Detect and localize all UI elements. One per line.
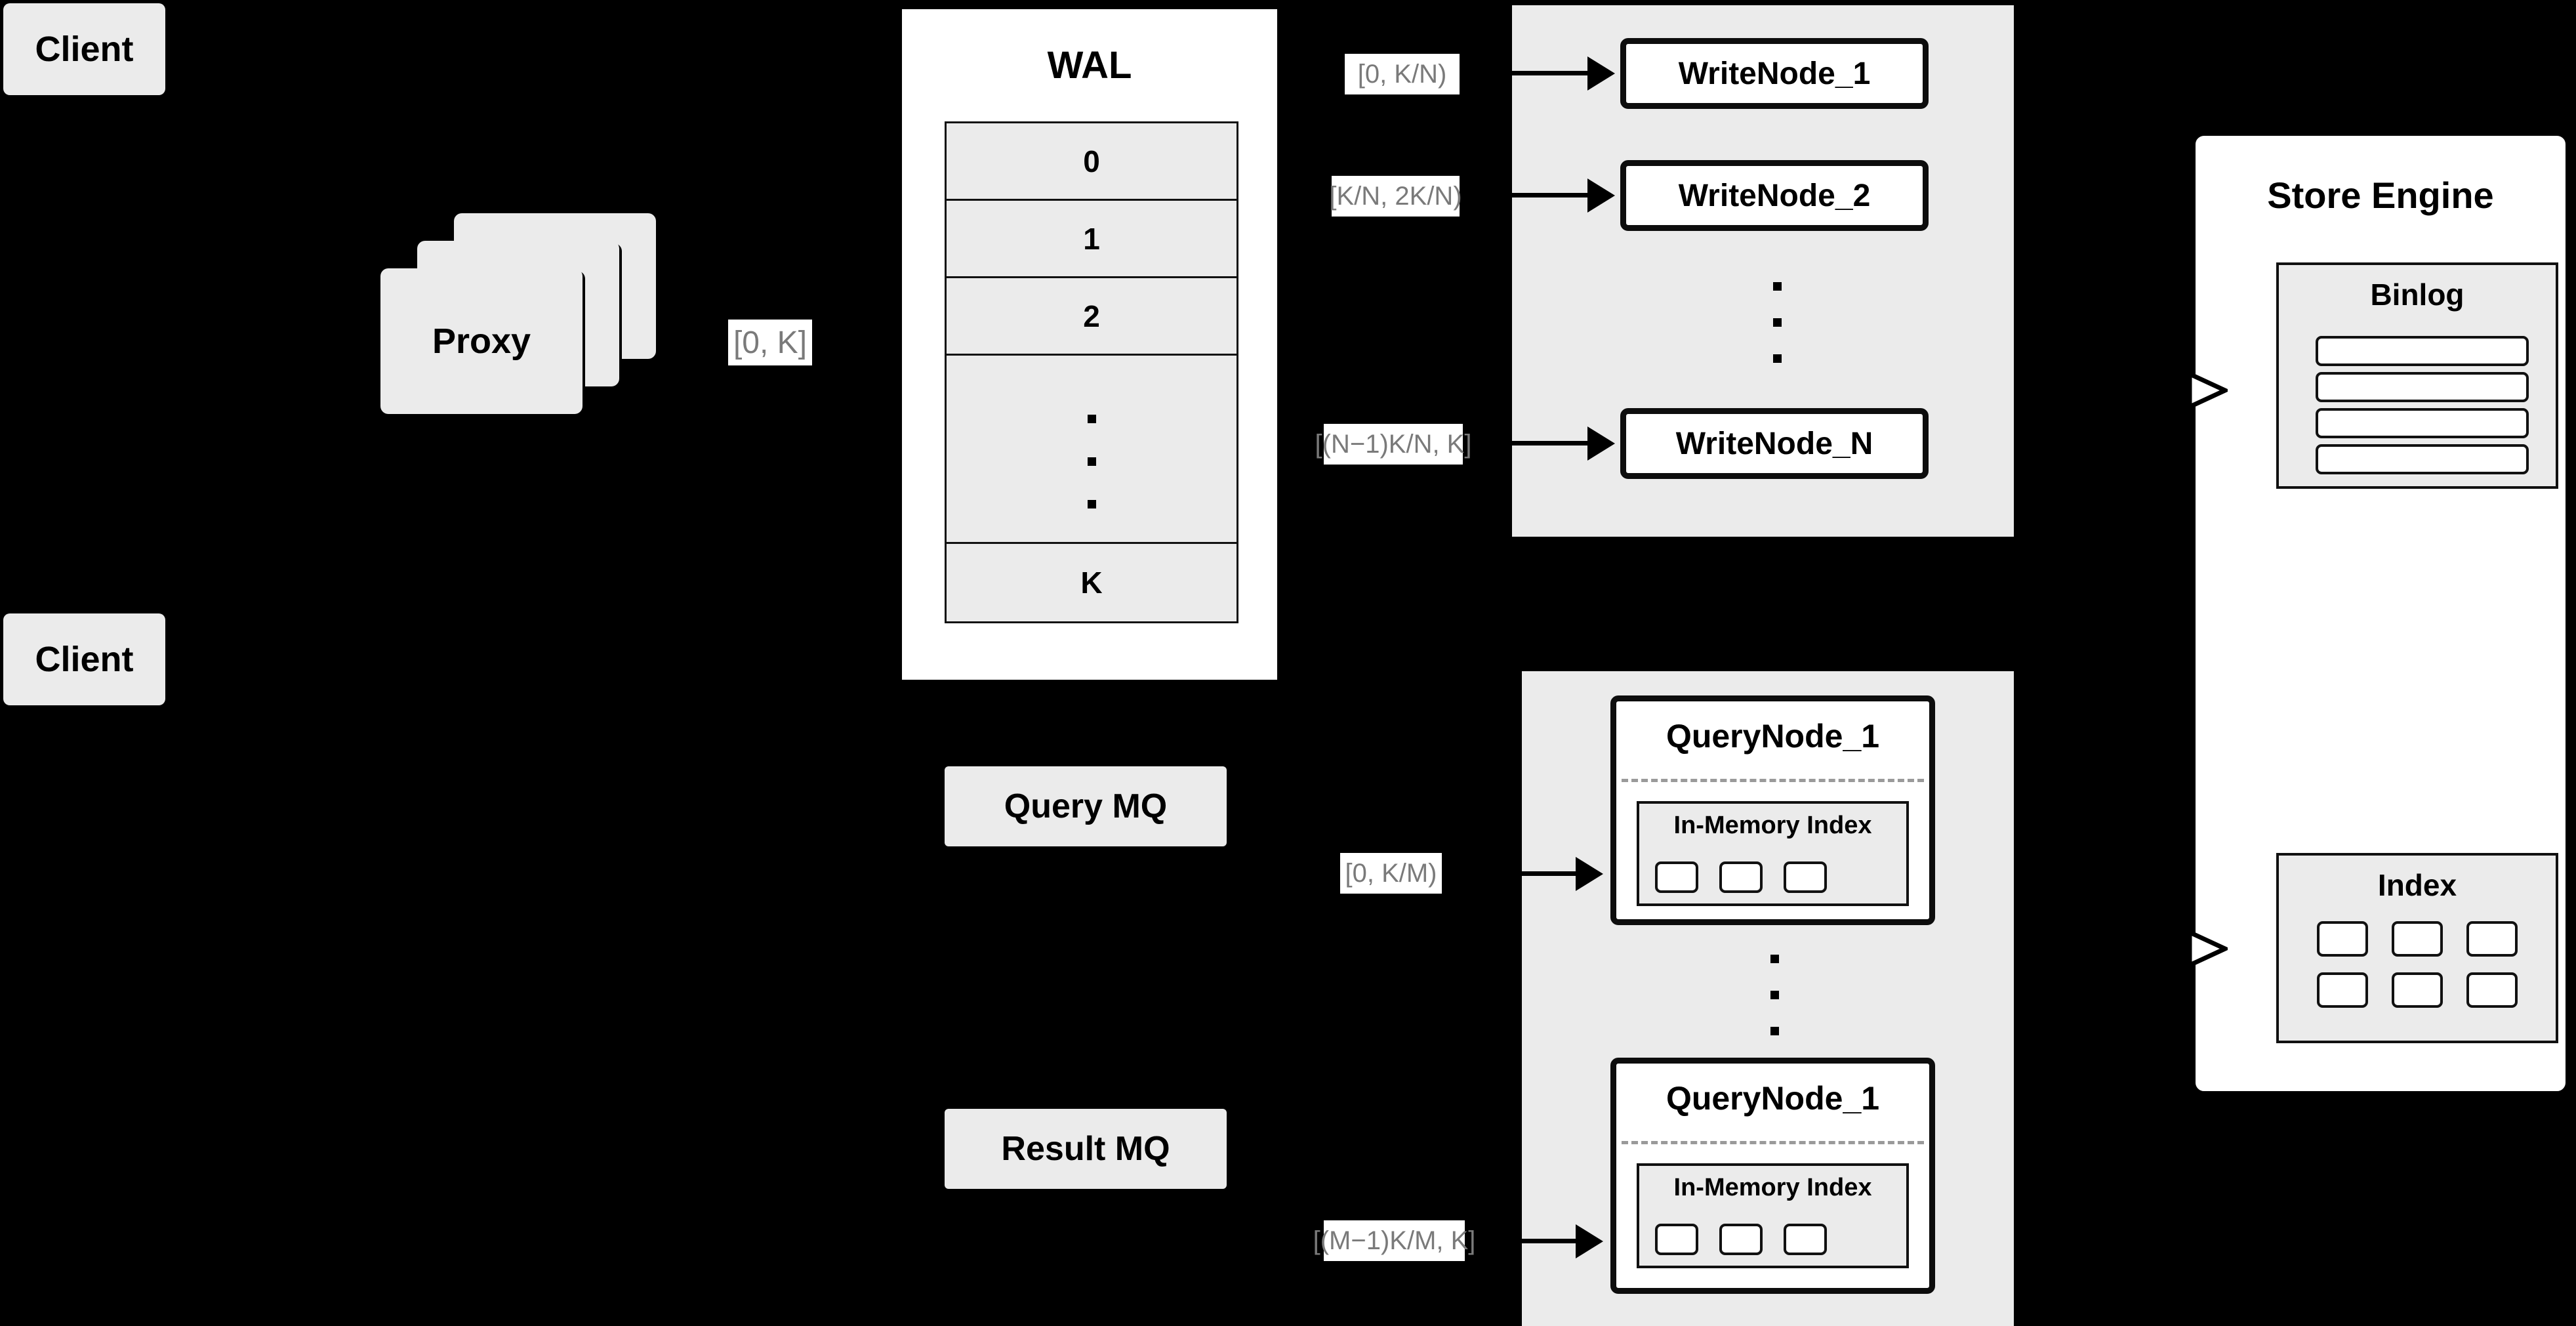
client-label-2: Client [35, 640, 134, 679]
proxy-stack[interactable]: Proxy [380, 213, 656, 430]
arrow-line-to-binlog [2158, 388, 2190, 392]
result-mq-label: Result MQ [1001, 1130, 1170, 1168]
store-index-panel: Index [2276, 853, 2558, 1043]
edge-label-query-node-1: [0, K/M) [1340, 853, 1442, 894]
index-cell[interactable] [1784, 861, 1827, 893]
write-node-2[interactable]: WriteNode_2 [1620, 160, 1929, 231]
query-node-2[interactable]: QueryNode_1 In-Memory Index [1610, 1058, 1935, 1294]
store-index-title: Index [2377, 868, 2457, 902]
store-index-cell[interactable] [2392, 972, 2443, 1008]
store-index-cell[interactable] [2466, 921, 2518, 957]
write-node-n-label: WriteNode_N [1675, 426, 1873, 461]
arrow-line-write-node-2 [1494, 193, 1593, 197]
arrow-head-query-node-1 [1576, 857, 1603, 891]
client-box-2[interactable]: Client [3, 613, 165, 705]
edge-label-write-node-2: [K/N, 2K/N) [1329, 176, 1462, 217]
wal-cell-2[interactable]: 2 [947, 278, 1237, 356]
write-node-n[interactable]: WriteNode_N [1620, 408, 1929, 479]
wal-cell-0[interactable]: 0 [947, 123, 1237, 201]
result-mq-box[interactable]: Result MQ [945, 1109, 1227, 1189]
index-cell[interactable] [1719, 861, 1763, 893]
query-node-1-inmemory-index: In-Memory Index [1637, 801, 1909, 906]
binlog-panel: Binlog [2276, 262, 2558, 489]
arrow-line-query-node-1 [1476, 871, 1581, 876]
query-mq-label: Query MQ [1004, 787, 1168, 825]
query-node-1-separator [1622, 779, 1924, 782]
client-label-1: Client [35, 30, 134, 69]
store-engine-title: Store Engine [2267, 175, 2494, 216]
client-box-1[interactable]: Client [3, 3, 165, 95]
binlog-row[interactable] [2316, 372, 2529, 402]
edge-label-proxy-to-wal: [0, K] [728, 320, 812, 365]
arrow-head-open-store-index [2188, 930, 2228, 968]
index-cell[interactable] [1719, 1224, 1763, 1255]
arrow-line-to-store-index [2158, 947, 2190, 951]
write-node-1[interactable]: WriteNode_1 [1620, 38, 1929, 109]
query-node-1-index-title: In-Memory Index [1673, 812, 1872, 839]
binlog-row[interactable] [2316, 408, 2529, 438]
edge-label-write-node-1: [0, K/N) [1345, 54, 1460, 94]
arrow-head-write-node-2 [1587, 178, 1615, 213]
proxy-card-front[interactable]: Proxy [380, 268, 583, 414]
index-cell[interactable] [1655, 861, 1698, 893]
wal-ellipsis-dots [947, 356, 1237, 542]
store-index-cell[interactable] [2392, 921, 2443, 957]
binlog-title: Binlog [2370, 278, 2464, 312]
index-cell[interactable] [1784, 1224, 1827, 1255]
arrow-line-write-node-n [1494, 441, 1593, 445]
arrow-line-write-node-1 [1494, 71, 1593, 75]
query-node-2-title: QueryNode_1 [1666, 1080, 1880, 1117]
store-index-cell[interactable] [2317, 921, 2368, 957]
arrow-head-open-binlog [2188, 371, 2228, 409]
query-node-2-index-title: In-Memory Index [1673, 1174, 1872, 1201]
arrow-head-write-node-1 [1587, 56, 1615, 91]
query-node-2-separator [1622, 1141, 1924, 1144]
write-node-2-label: WriteNode_2 [1678, 178, 1871, 213]
proxy-label: Proxy [432, 321, 531, 361]
wal-cell-ellipsis [947, 356, 1237, 544]
query-node-2-inmemory-index: In-Memory Index [1637, 1163, 1909, 1268]
write-node-1-label: WriteNode_1 [1678, 56, 1871, 91]
query-cluster-ellipsis [1768, 955, 1795, 1086]
wal-cell-1[interactable]: 1 [947, 201, 1237, 278]
edge-label-query-node-2: [(M−1)K/M, K] [1313, 1220, 1475, 1261]
index-cell[interactable] [1655, 1224, 1698, 1255]
wal-cell-k[interactable]: K [947, 544, 1237, 621]
store-index-cell[interactable] [2317, 972, 2368, 1008]
binlog-row[interactable] [2316, 336, 2529, 366]
arrow-line-query-node-2 [1476, 1239, 1581, 1243]
write-cluster-ellipsis [1771, 276, 1797, 407]
binlog-row[interactable] [2316, 444, 2529, 474]
arrow-head-write-node-n [1587, 426, 1615, 461]
wal-cell-list: 0 1 2 K [945, 121, 1238, 623]
store-index-cell[interactable] [2466, 972, 2518, 1008]
query-mq-box[interactable]: Query MQ [945, 766, 1227, 846]
wal-title: WAL [1047, 44, 1132, 87]
query-node-1[interactable]: QueryNode_1 In-Memory Index [1610, 695, 1935, 925]
edge-label-write-node-n: [(N−1)K/N, K] [1315, 424, 1471, 465]
query-node-1-title: QueryNode_1 [1666, 718, 1880, 755]
arrow-head-query-node-2 [1576, 1224, 1603, 1258]
